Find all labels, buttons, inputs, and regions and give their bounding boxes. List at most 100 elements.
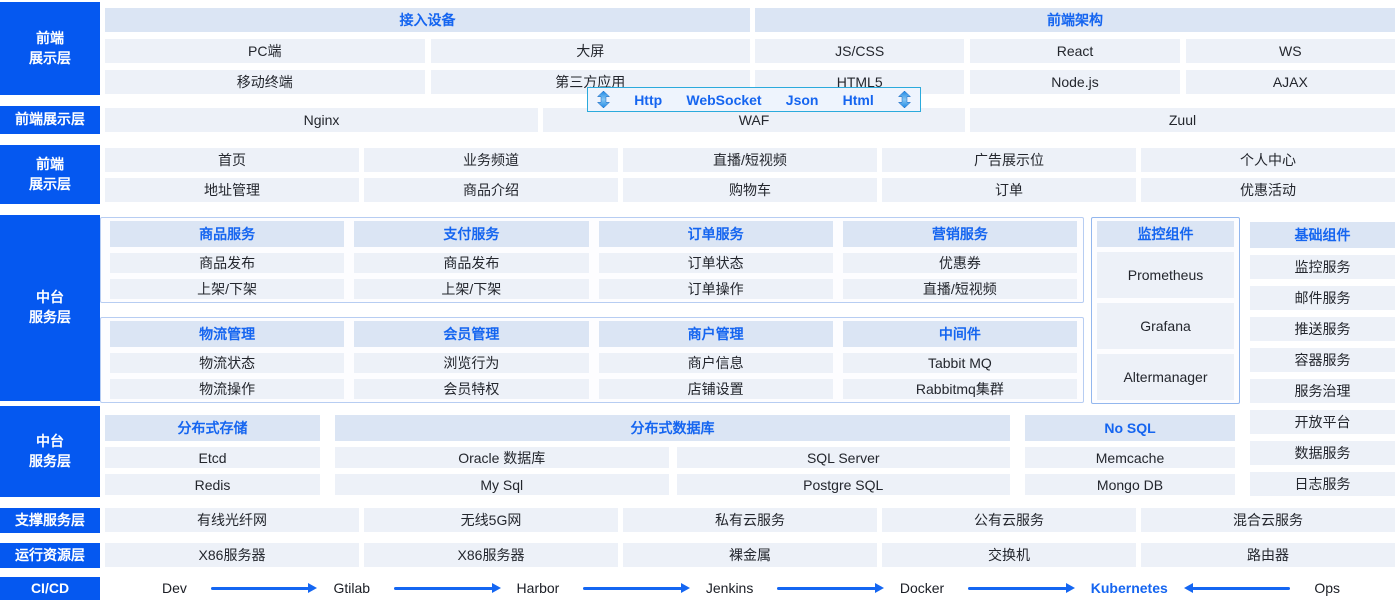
protocol-label-websocket: WebSocket xyxy=(686,91,762,108)
service-item: 商品发布 xyxy=(354,253,589,273)
flow-arrow-left-icon xyxy=(1183,582,1291,593)
protocol-label-html: Html xyxy=(842,91,874,108)
frontend-pages-section: 首页 业务频道 直播/短视频 广告展示位 个人中心 地址管理 商品介绍 购物车 … xyxy=(105,148,1395,202)
cell-x86-server-1: X86服务器 xyxy=(105,543,359,567)
service-column-logistics: 物流管理 物流状态 物流操作 xyxy=(110,321,345,399)
cell-mysql: My Sql xyxy=(335,474,669,495)
service-item: Rabbitmq集群 xyxy=(842,379,1077,399)
base-component-item: 开放平台 xyxy=(1250,410,1395,434)
cell-public-cloud: 公有云服务 xyxy=(882,508,1136,532)
service-header: 营销服务 xyxy=(842,221,1077,247)
flow-arrow-right-icon xyxy=(210,582,317,593)
service-item: 订单操作 xyxy=(598,279,833,299)
service-column-goods: 商品服务 商品发布 上架/下架 xyxy=(110,221,345,299)
cell-ads: 广告展示位 xyxy=(882,148,1136,172)
base-component-item: 服务治理 xyxy=(1250,379,1395,403)
frontend-arch-header: 前端架构 xyxy=(755,8,1395,32)
cell-jscss: JS/CSS xyxy=(755,39,965,63)
flow-arrow-right-icon xyxy=(583,582,690,593)
cell-x86-server-2: X86服务器 xyxy=(364,543,618,567)
cicd-node-kubernetes: Kubernetes xyxy=(1090,580,1168,596)
cell-sqlserver: SQL Server xyxy=(676,447,1010,468)
services-group-box-1: 商品服务 商品发布 上架/下架 支付服务 商品发布 上架/下架 订单服务 订单状… xyxy=(100,217,1084,303)
base-components-header: 基础组件 xyxy=(1250,222,1395,248)
service-item: 会员特权 xyxy=(354,379,589,399)
base-component-item: 日志服务 xyxy=(1250,472,1395,496)
cell-memcache: Memcache xyxy=(1025,447,1235,468)
support-services-row: 有线光纤网 无线5G网 私有云服务 公有云服务 混合云服务 xyxy=(105,508,1395,532)
cell-waf: WAF xyxy=(543,108,965,132)
cicd-node-dev: Dev xyxy=(162,580,187,596)
cell-zuul: Zuul xyxy=(970,108,1395,132)
protocol-bar: Http WebSocket Json Html xyxy=(587,87,921,112)
cicd-node-ops: Ops xyxy=(1314,580,1341,596)
service-column-middleware: 中间件 Tabbit MQ Rabbitmq集群 xyxy=(842,321,1077,399)
cell-oracle: Oracle 数据库 xyxy=(335,447,669,468)
monitor-components-box: 监控组件 Prometheus Grafana Altermanager xyxy=(1091,217,1240,404)
cell-channel: 业务频道 xyxy=(364,148,618,172)
cell-pc: PC端 xyxy=(105,39,425,63)
cell-wireless-5g: 无线5G网 xyxy=(364,508,618,532)
cell-order: 订单 xyxy=(882,178,1136,202)
cell-altermanager: Altermanager xyxy=(1097,354,1234,400)
cicd-node-docker: Docker xyxy=(899,580,945,596)
base-component-item: 邮件服务 xyxy=(1250,286,1395,310)
layer-label-support: 支撑服务层 xyxy=(0,508,100,533)
cell-etcd: Etcd xyxy=(105,447,320,468)
base-component-item: 监控服务 xyxy=(1250,255,1395,279)
layer-label-cicd: CI/CD xyxy=(0,577,100,600)
service-item: 商品发布 xyxy=(110,253,345,273)
nosql-group: No SQL Memcache Mongo DB xyxy=(1025,415,1235,495)
service-header: 支付服务 xyxy=(354,221,589,247)
service-column-payment: 支付服务 商品发布 上架/下架 xyxy=(354,221,589,299)
cicd-node-jenkins: Jenkins xyxy=(705,580,754,596)
service-header: 商户管理 xyxy=(598,321,833,347)
service-item: 商户信息 xyxy=(598,353,833,373)
layer-label-frontend-display-1: 前端 展示层 xyxy=(0,2,100,95)
cell-home: 首页 xyxy=(105,148,359,172)
service-header: 会员管理 xyxy=(354,321,589,347)
cell-hybrid-cloud: 混合云服务 xyxy=(1141,508,1395,532)
access-devices-section: 接入设备 PC端 大屏 移动终端 第三方应用 xyxy=(105,8,750,94)
service-item: 优惠券 xyxy=(842,253,1077,273)
service-item: 物流操作 xyxy=(110,379,345,399)
cell-wired-fiber: 有线光纤网 xyxy=(105,508,359,532)
cell-mobile: 移动终端 xyxy=(105,70,425,94)
service-column-marketing: 营销服务 优惠券 直播/短视频 xyxy=(842,221,1077,299)
service-header: 中间件 xyxy=(842,321,1077,347)
base-component-item: 容器服务 xyxy=(1250,348,1395,372)
layer-label-midplatform-1: 中台 服务层 xyxy=(0,215,100,401)
base-components-column: 基础组件 监控服务 邮件服务 推送服务 容器服务 服务治理 开放平台 数据服务 … xyxy=(1250,222,1395,496)
service-header: 物流管理 xyxy=(110,321,345,347)
layer-label-resources: 运行资源层 xyxy=(0,543,100,568)
service-item: 上架/下架 xyxy=(110,279,345,299)
cell-promo: 优惠活动 xyxy=(1141,178,1395,202)
distributed-storage-group: 分布式存储 Etcd Redis xyxy=(105,415,320,495)
cell-ajax: AJAX xyxy=(1185,70,1395,94)
layer-label-frontend-display-3: 前端 展示层 xyxy=(0,145,100,204)
base-component-item: 数据服务 xyxy=(1250,441,1395,465)
database-header: 分布式数据库 xyxy=(335,415,1010,441)
service-column-member: 会员管理 浏览行为 会员特权 xyxy=(354,321,589,399)
cell-address: 地址管理 xyxy=(105,178,359,202)
service-item: 上架/下架 xyxy=(354,279,589,299)
service-item: 店铺设置 xyxy=(598,379,833,399)
cell-ws: WS xyxy=(1185,39,1395,63)
flow-arrow-right-icon xyxy=(394,582,501,593)
base-component-item: 推送服务 xyxy=(1250,317,1395,341)
gateway-row: Nginx WAF Zuul xyxy=(105,108,1395,132)
cell-private-cloud: 私有云服务 xyxy=(623,508,877,532)
cell-nginx: Nginx xyxy=(105,108,538,132)
cell-cart: 购物车 xyxy=(623,178,877,202)
cell-bigscreen: 大屏 xyxy=(430,39,750,63)
service-header: 订单服务 xyxy=(598,221,833,247)
cell-prometheus: Prometheus xyxy=(1097,252,1234,298)
vertical-double-arrow-icon xyxy=(897,91,911,108)
cell-bare-metal: 裸金属 xyxy=(623,543,877,567)
service-item: 订单状态 xyxy=(598,253,833,273)
services-group-box-2: 物流管理 物流状态 物流操作 会员管理 浏览行为 会员特权 商户管理 商户信息 … xyxy=(100,317,1084,403)
service-column-merchant: 商户管理 商户信息 店铺设置 xyxy=(598,321,833,399)
flow-arrow-right-icon xyxy=(777,582,884,593)
protocol-label-json: Json xyxy=(785,91,819,108)
cicd-node-harbor: Harbor xyxy=(516,580,560,596)
